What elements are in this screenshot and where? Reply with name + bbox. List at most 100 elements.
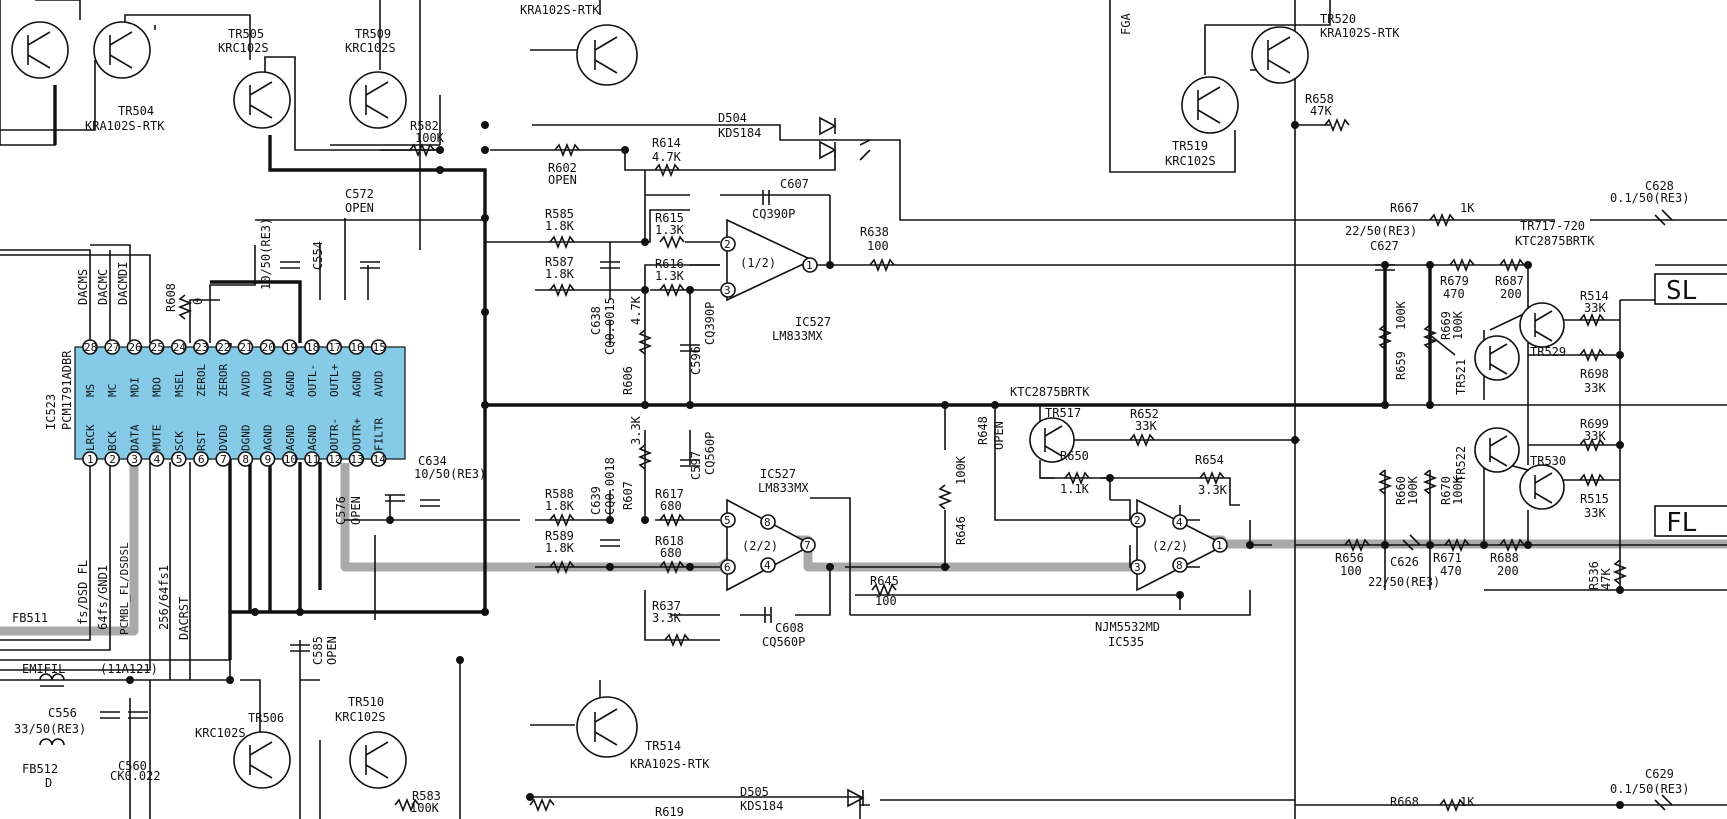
ic523-pin-name: DGND bbox=[239, 425, 252, 452]
ic523-pin-name: ZEROL bbox=[195, 364, 208, 397]
svg-text:3: 3 bbox=[1134, 561, 1141, 574]
svg-text:C596: C596 bbox=[689, 346, 703, 375]
opamp-b-ref: IC527 bbox=[760, 467, 796, 481]
svg-text:CQ0.0015: CQ0.0015 bbox=[603, 297, 617, 355]
ic523-pin-name: OUTR- bbox=[328, 418, 341, 451]
ic523-pin-name: BCK bbox=[106, 431, 119, 451]
net-fs-dsd-fl: fs/DSD_FL bbox=[76, 560, 90, 625]
ic523-pin-number: 24 bbox=[173, 341, 187, 354]
svg-text:R660: R660 bbox=[1394, 476, 1408, 505]
tr510-part: KRC102S bbox=[335, 710, 386, 724]
transistor-tr529 bbox=[1519, 302, 1565, 348]
thick-wires bbox=[53, 85, 1432, 660]
svg-text:R514: R514 bbox=[1580, 289, 1609, 303]
ic523-pin-name: OUTL+ bbox=[328, 364, 341, 397]
svg-text:C607: C607 bbox=[780, 177, 809, 191]
ic523-pin-name: AGND bbox=[284, 371, 297, 398]
svg-text:3.3K: 3.3K bbox=[629, 415, 643, 445]
d505-part: KDS184 bbox=[740, 799, 783, 813]
svg-text:R583: R583 bbox=[412, 789, 441, 803]
capacitor-labels: C572 OPEN C607 CQ390P C554 10/50(RE3) C6… bbox=[14, 177, 1689, 796]
svg-text:10/50(RE3): 10/50(RE3) bbox=[414, 467, 486, 481]
svg-text:100K: 100K bbox=[1406, 475, 1420, 505]
svg-text:R699: R699 bbox=[1580, 417, 1609, 431]
svg-text:CQ560P: CQ560P bbox=[703, 432, 717, 475]
svg-text:1.8K: 1.8K bbox=[545, 541, 575, 555]
ic523-pin-19 bbox=[281, 339, 298, 355]
fb511-ref: FB511 bbox=[12, 611, 48, 625]
svg-text:R670: R670 bbox=[1439, 476, 1453, 505]
svg-text:22/50(RE3): 22/50(RE3) bbox=[1368, 575, 1440, 589]
svg-text:C554: C554 bbox=[311, 241, 325, 270]
ic523-pin-number: 19 bbox=[284, 341, 297, 354]
transistor-symbols bbox=[11, 21, 1565, 789]
svg-text:R688: R688 bbox=[1490, 551, 1519, 565]
svg-text:R585: R585 bbox=[545, 207, 574, 221]
svg-text:200: 200 bbox=[1500, 287, 1522, 301]
svg-text:R588: R588 bbox=[545, 487, 574, 501]
svg-text:OPEN: OPEN bbox=[548, 173, 577, 187]
ic523-pin-number: 23 bbox=[195, 341, 208, 354]
ic523-pin-number: 7 bbox=[220, 453, 227, 466]
svg-text:R615: R615 bbox=[655, 211, 684, 225]
ic523-pin-7 bbox=[215, 451, 231, 467]
svg-text:R646: R646 bbox=[954, 516, 968, 545]
transistor-tr530 bbox=[1519, 464, 1565, 510]
net-pcmbl-fl: PCMBL_FL/DSDSL bbox=[118, 542, 131, 635]
svg-text:33K: 33K bbox=[1584, 381, 1606, 395]
tr514-ref: TR514 bbox=[645, 739, 681, 753]
tr504-part: KRA102S-RTK bbox=[85, 119, 165, 133]
tr519-ref: TR519 bbox=[1172, 139, 1208, 153]
ic523-ref: IC523 bbox=[44, 394, 58, 430]
svg-text:100: 100 bbox=[875, 594, 897, 608]
svg-text:0.1/50(RE3): 0.1/50(RE3) bbox=[1610, 191, 1689, 205]
transistor-tr514 bbox=[576, 696, 638, 758]
svg-text:470: 470 bbox=[1440, 564, 1462, 578]
ic523-pin-name: OUTL- bbox=[306, 364, 319, 397]
svg-text:680: 680 bbox=[660, 546, 682, 560]
svg-text:OPEN: OPEN bbox=[325, 636, 339, 665]
tr514-part: KRA102S-RTK bbox=[630, 757, 710, 771]
ic523-pin-number: 25 bbox=[151, 341, 164, 354]
opamp-a-part: LM833MX bbox=[772, 329, 823, 343]
tr519-part: KRC102S bbox=[1165, 154, 1216, 168]
net-256-64fs1: 256/64fs1 bbox=[157, 565, 171, 630]
ic523-pin-24 bbox=[171, 339, 187, 355]
net-dacmdi: DACMDI bbox=[116, 262, 130, 305]
svg-text:8: 8 bbox=[1176, 559, 1183, 572]
tr521-ref: TR521 bbox=[1454, 359, 1468, 395]
ic523-pin-5 bbox=[171, 451, 187, 467]
connector-sl-label: SL bbox=[1666, 276, 1697, 306]
svg-text:R587: R587 bbox=[545, 255, 574, 269]
svg-text:CK0.022: CK0.022 bbox=[110, 769, 161, 783]
ic523-body bbox=[74, 346, 406, 460]
svg-text:R650: R650 bbox=[1060, 449, 1089, 463]
ic523-pin-27 bbox=[104, 339, 120, 355]
ic523-part: PCM1791ADBR bbox=[60, 350, 74, 430]
svg-text:R602: R602 bbox=[548, 161, 577, 175]
net-dacmc: DACMC bbox=[96, 269, 110, 305]
tr506-part: KRC102S bbox=[195, 726, 246, 740]
resistor-symbols bbox=[177, 117, 1628, 813]
ic523-pin-number: 10 bbox=[284, 453, 297, 466]
ic523-pin-number: 12 bbox=[328, 453, 341, 466]
ic523-pin-15 bbox=[370, 339, 387, 355]
opamp-a-ref: IC527 bbox=[795, 315, 831, 329]
svg-text:R619: R619 bbox=[655, 805, 684, 819]
diode-symbols bbox=[819, 116, 865, 808]
ic523-pin-6 bbox=[193, 451, 209, 467]
ic523-pin-20 bbox=[259, 339, 276, 355]
svg-text:C597: C597 bbox=[689, 451, 703, 480]
tr517-ref: TR517 bbox=[1045, 406, 1081, 420]
svg-text:C629: C629 bbox=[1645, 767, 1674, 781]
ic523-pin-number: 18 bbox=[306, 341, 319, 354]
ic523-pin-number: 9 bbox=[265, 453, 272, 466]
svg-text:0.1/50(RE3): 0.1/50(RE3) bbox=[1610, 782, 1689, 796]
d504-ref: D504 bbox=[718, 111, 747, 125]
tr504-ref: TR504 bbox=[118, 104, 154, 118]
svg-text:C638: C638 bbox=[589, 306, 603, 335]
ic523-pin-name: MSEL bbox=[173, 370, 186, 397]
emifil-ref: EMIFIL bbox=[22, 662, 65, 676]
ic523-pin-name: MDI bbox=[128, 377, 141, 397]
transistor-top-center bbox=[576, 24, 638, 86]
